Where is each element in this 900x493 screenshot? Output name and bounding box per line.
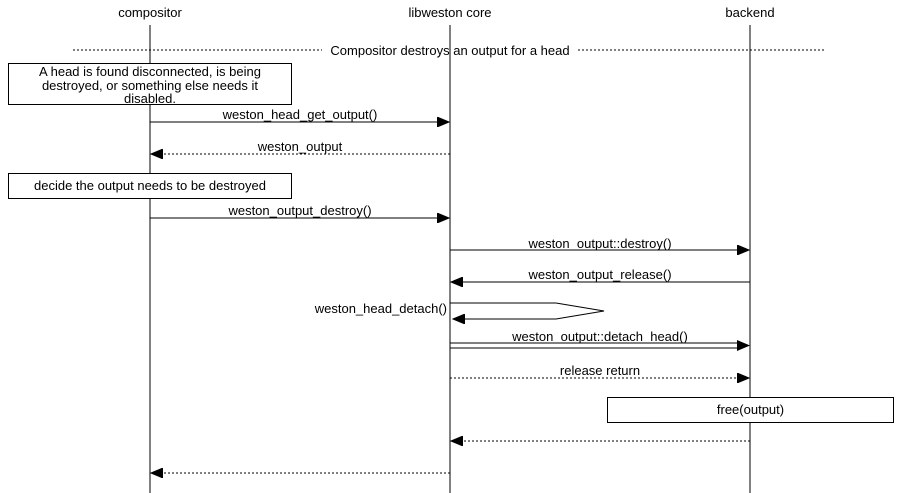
message-label-weston-output: weston_output	[257, 139, 343, 154]
message-label-weston-output-detach-head: weston_output::detach_head()	[512, 329, 688, 344]
note-decide-destroy: decide the output needs to be destroyed	[8, 173, 292, 199]
note-free-output: free(output)	[607, 397, 894, 423]
message-label-weston-output-destroy-vfunc: weston_output::destroy()	[528, 236, 672, 251]
message-label-weston-head-detach: weston_head_detach()	[314, 301, 447, 316]
participant-compositor: compositor	[118, 5, 182, 20]
participant-backend: backend	[725, 5, 775, 20]
note-head-disconnected: A head is found disconnected, is being d…	[8, 63, 292, 105]
arrow-weston-output-detach-head-head	[737, 340, 750, 351]
participant-libweston-core: libweston core	[408, 5, 492, 20]
divider-label: Compositor destroys an output for a head	[330, 43, 570, 58]
message-label-weston-output-release: weston_output_release()	[528, 267, 672, 282]
arrow-weston-head-detach-self-loop	[450, 302, 605, 319]
message-label-weston-output-destroy: weston_output_destroy()	[228, 203, 372, 218]
message-label-weston-head-get-output: weston_head_get_output()	[222, 107, 378, 122]
message-label-release-return: release return	[559, 363, 641, 378]
